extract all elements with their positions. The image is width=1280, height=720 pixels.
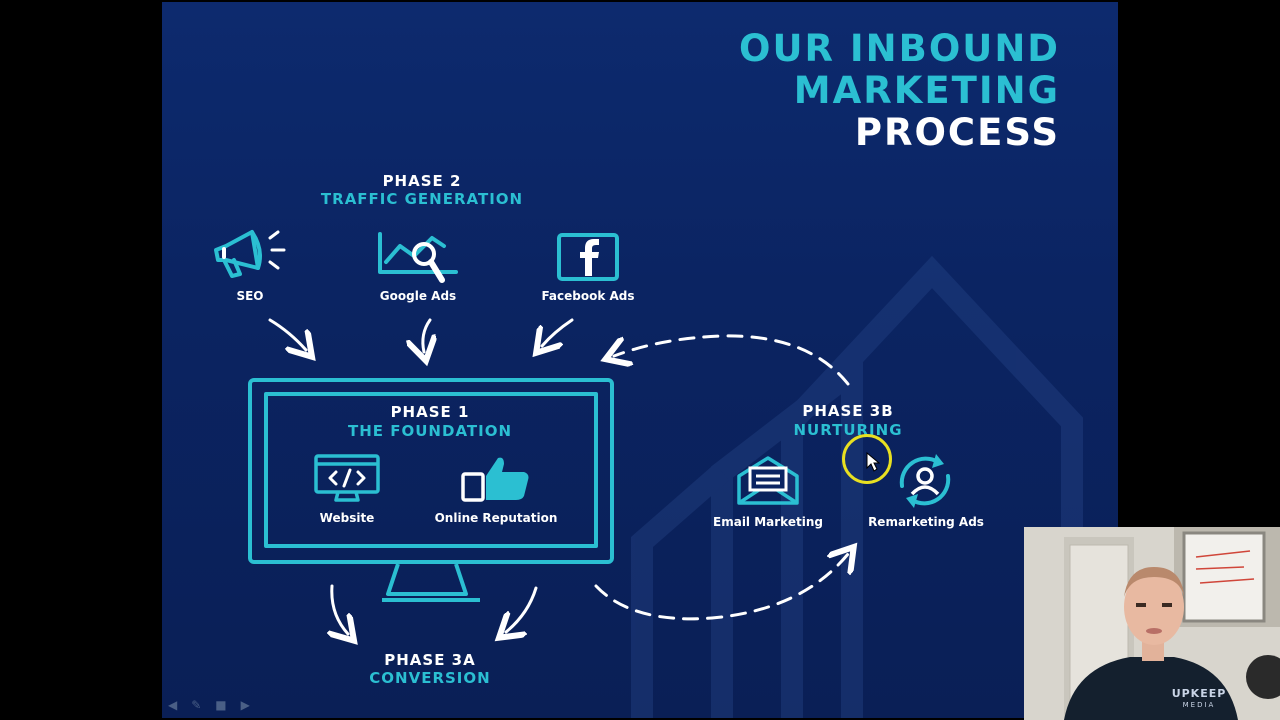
arrow-foundation-to-conversion-left: [332, 586, 348, 634]
shirt-logo-subtext: MEDIA: [1164, 701, 1234, 709]
slideshow-controls: ◀ ✎ ■ ▶: [168, 698, 250, 712]
slides-icon[interactable]: ■: [215, 698, 226, 712]
pen-icon[interactable]: ✎: [191, 698, 201, 712]
flow-arrows: [162, 2, 1118, 718]
presenter-video: [1024, 527, 1280, 720]
dashed-arrow-nurturing-to-foundation: [614, 336, 848, 384]
next-slide-icon[interactable]: ▶: [241, 698, 250, 712]
arrow-facebook-to-foundation: [542, 320, 572, 346]
dashed-arrow-conversion-to-nurturing: [596, 554, 848, 619]
presentation-slide: OUR INBOUND MARKETING PROCESS PHASE 2 TR…: [162, 2, 1118, 718]
mouse-cursor-icon: [866, 452, 880, 472]
arrow-seo-to-foundation: [270, 320, 306, 350]
webcam-overlay: UPKEEP MEDIA: [1024, 527, 1280, 720]
shirt-logo-text: UPKEEP: [1164, 687, 1234, 700]
previous-slide-icon[interactable]: ◀: [168, 698, 177, 712]
arrow-foundation-to-conversion-right: [506, 588, 536, 632]
arrow-google-to-foundation: [423, 320, 430, 352]
